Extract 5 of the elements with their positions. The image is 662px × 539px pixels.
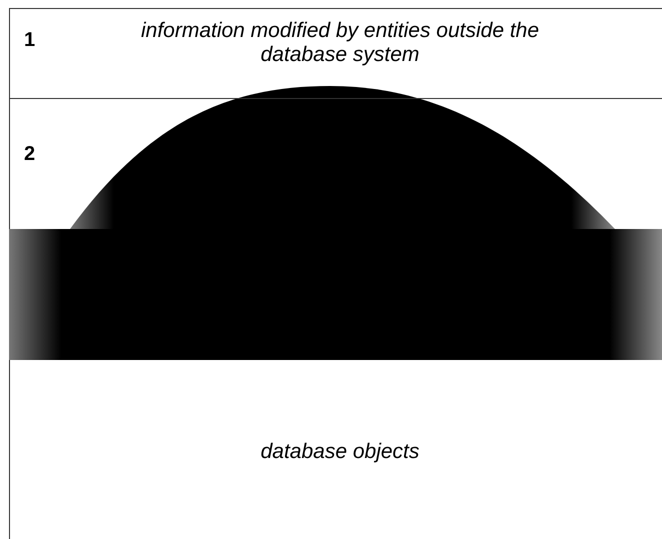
layer-label: information modified by entities outside the database system bbox=[140, 19, 540, 67]
layer-number: 2 bbox=[24, 143, 36, 166]
layer-label: database objects bbox=[260, 440, 420, 464]
layer-band bbox=[9, 8, 662, 99]
layer-number: 1 bbox=[24, 29, 36, 52]
